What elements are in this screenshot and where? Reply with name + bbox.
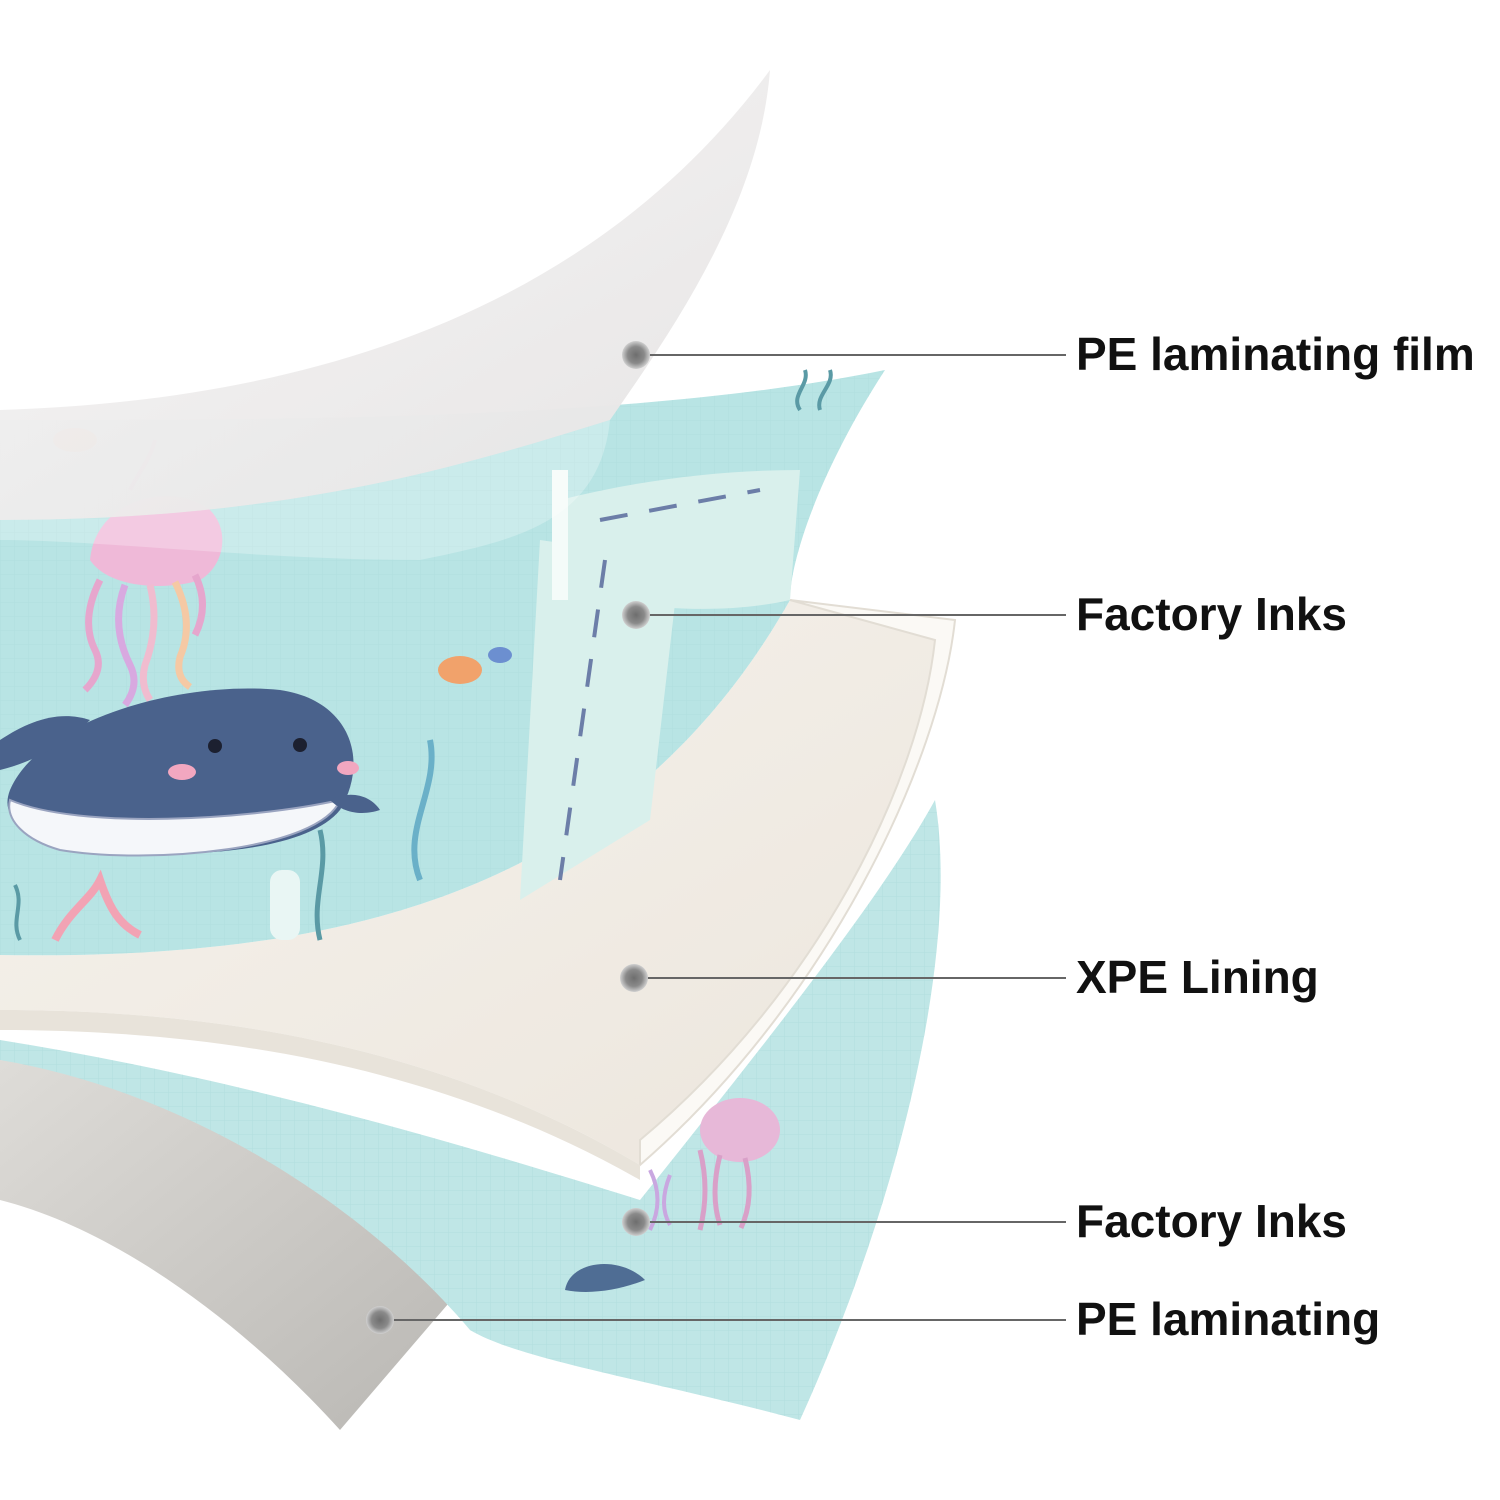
callout-dot bbox=[366, 1306, 394, 1334]
road-illustration bbox=[520, 470, 800, 900]
callout-pe-laminating-bottom: PE laminating bbox=[366, 1293, 1380, 1345]
whale-illustration bbox=[0, 688, 380, 857]
callout-dot bbox=[622, 1208, 650, 1236]
callout-pe-laminating-film: PE laminating film bbox=[622, 328, 1475, 380]
label-factory-inks-bottom: Factory Inks bbox=[1076, 1195, 1347, 1247]
callout-dot bbox=[622, 601, 650, 629]
bottom-printed-grid bbox=[0, 800, 941, 1420]
pe-laminating-film-layer bbox=[0, 70, 770, 520]
label-factory-inks-top: Factory Inks bbox=[1076, 588, 1347, 640]
bottom-pe-film-layer bbox=[0, 1060, 460, 1430]
callout-factory-inks-bottom: Factory Inks bbox=[622, 1195, 1347, 1247]
xpe-lining-layer bbox=[0, 600, 955, 1165]
jellyfish-illustration bbox=[82, 496, 223, 708]
callout-xpe-lining: XPE Lining bbox=[620, 951, 1319, 1003]
label-xpe-lining: XPE Lining bbox=[1076, 951, 1319, 1003]
callout-dot bbox=[620, 964, 648, 992]
label-pe-laminating-bottom: PE laminating bbox=[1076, 1293, 1380, 1345]
callout-factory-inks-top: Factory Inks bbox=[622, 588, 1347, 640]
bottom-whale-illustration bbox=[565, 1263, 645, 1292]
xpe-lining-shadow bbox=[0, 1010, 640, 1180]
label-pe-laminating-film: PE laminating film bbox=[1076, 328, 1475, 380]
callout-dot bbox=[622, 341, 650, 369]
coral-illustration bbox=[51, 869, 300, 942]
pe-laminating-film-translucent bbox=[0, 420, 610, 560]
